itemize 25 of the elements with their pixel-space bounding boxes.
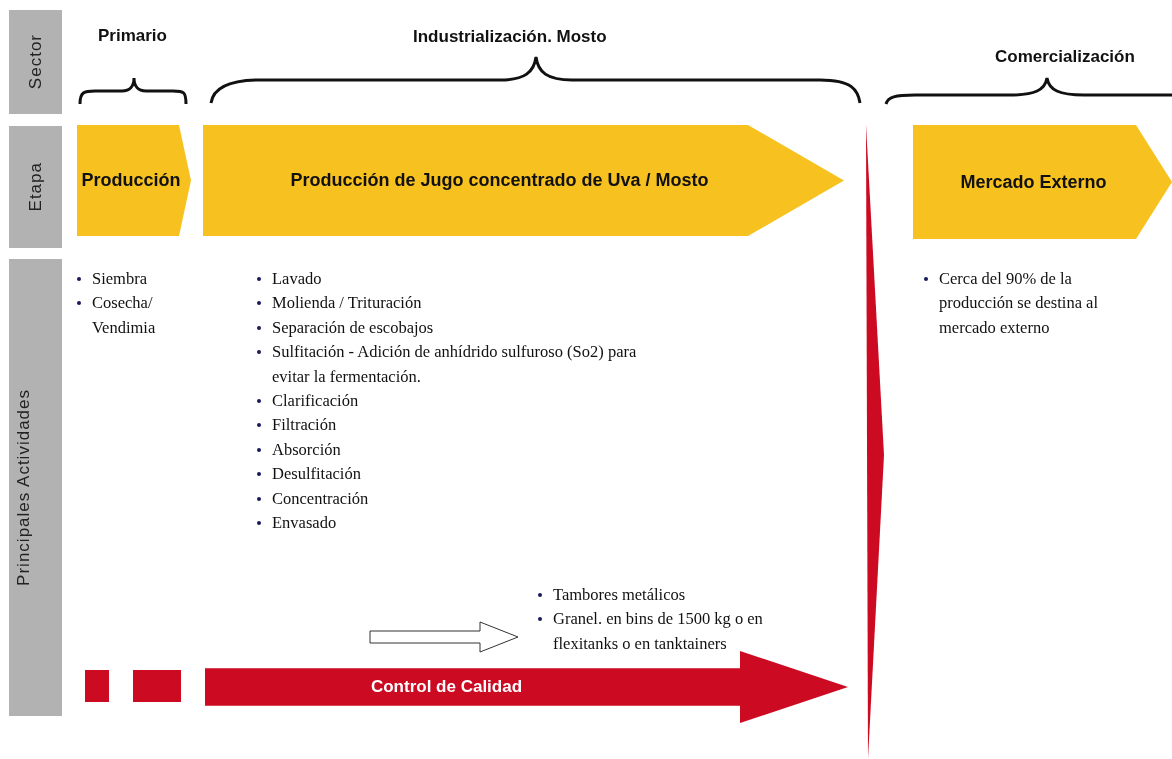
block-arrow: Control de Calidad	[205, 651, 848, 723]
bullet-item: Lavado	[272, 269, 322, 288]
sector-heading: Industrialización. Mosto	[413, 27, 607, 47]
bullet-item: Concentración	[272, 488, 369, 508]
row-header: Etapa	[9, 126, 62, 248]
bullet-item: Tambores metálicos	[553, 585, 686, 604]
bullet-item: Separación de escobajos	[272, 317, 434, 337]
bullet-item: Granel. en bins de 1500 kg o en flexitanks o en tanktainers	[553, 609, 763, 653]
sector-heading: Primario	[98, 26, 167, 46]
row-header: Sector	[9, 10, 62, 114]
row-header: Principales Actividades	[9, 259, 62, 716]
bullet-item: Sulfitación - Adición de anhídrido sulfuroso (So2) para evitar la fermentación.	[272, 342, 637, 386]
bullet-item: Siembra	[92, 269, 147, 288]
bullet-item: Cosecha/ Vendimia	[92, 293, 156, 337]
bullet-item: Envasado	[272, 513, 337, 533]
bullet-item: Molienda / Trituración	[272, 293, 422, 313]
bullet-item: Clarificación	[272, 391, 359, 411]
bullet-item: Cerca del 90% de la producción se destina al mercado externo	[939, 269, 1098, 337]
bullet-item: Absorción	[272, 439, 341, 459]
chevron-stage: Producción	[77, 125, 191, 236]
bullet-item: Desulfitación	[272, 464, 361, 484]
sector-heading: Comercialización	[995, 47, 1135, 67]
chevron-stage: Producción de Jugo concentrado de Uva / Mosto	[203, 125, 844, 236]
chevron-stage: Mercado Externo	[913, 125, 1172, 239]
bullet-item: Filtración	[272, 415, 337, 435]
